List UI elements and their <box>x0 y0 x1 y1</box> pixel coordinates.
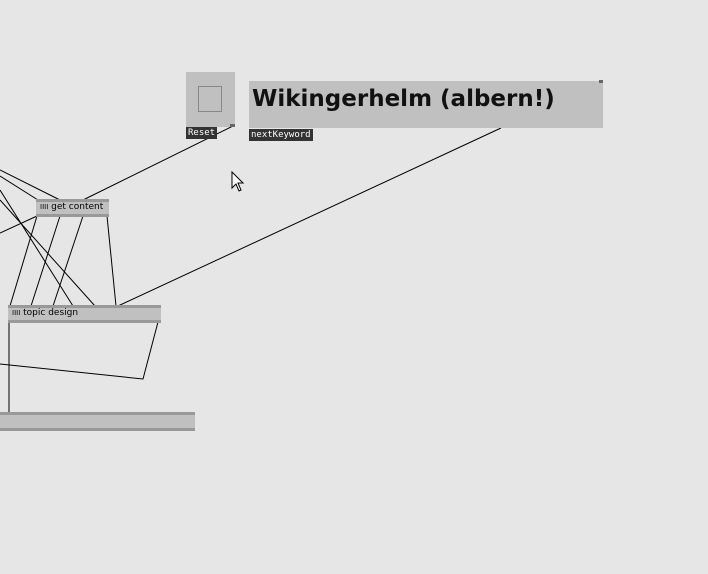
object-name: topic design <box>23 308 79 318</box>
next-keyword-label: nextKeyword <box>249 129 313 141</box>
topic-design-object[interactable]: IIII topic design <box>8 305 161 323</box>
bottom-object[interactable] <box>0 412 195 431</box>
object-name: get content <box>51 202 104 212</box>
reset-label: Reset <box>186 127 218 139</box>
keyword-text: Wikingerhelm (albern!) <box>252 86 555 112</box>
get-content-object[interactable]: IIII get content <box>36 199 109 217</box>
subpatcher-icon: IIII <box>12 309 21 317</box>
keyword-message-box[interactable]: Wikingerhelm (albern!) <box>249 80 603 128</box>
mouse-cursor-icon <box>231 170 245 197</box>
bang-indicator[interactable] <box>198 86 222 112</box>
reset-bang-button[interactable] <box>186 72 235 127</box>
subpatcher-icon: IIII <box>40 203 49 211</box>
